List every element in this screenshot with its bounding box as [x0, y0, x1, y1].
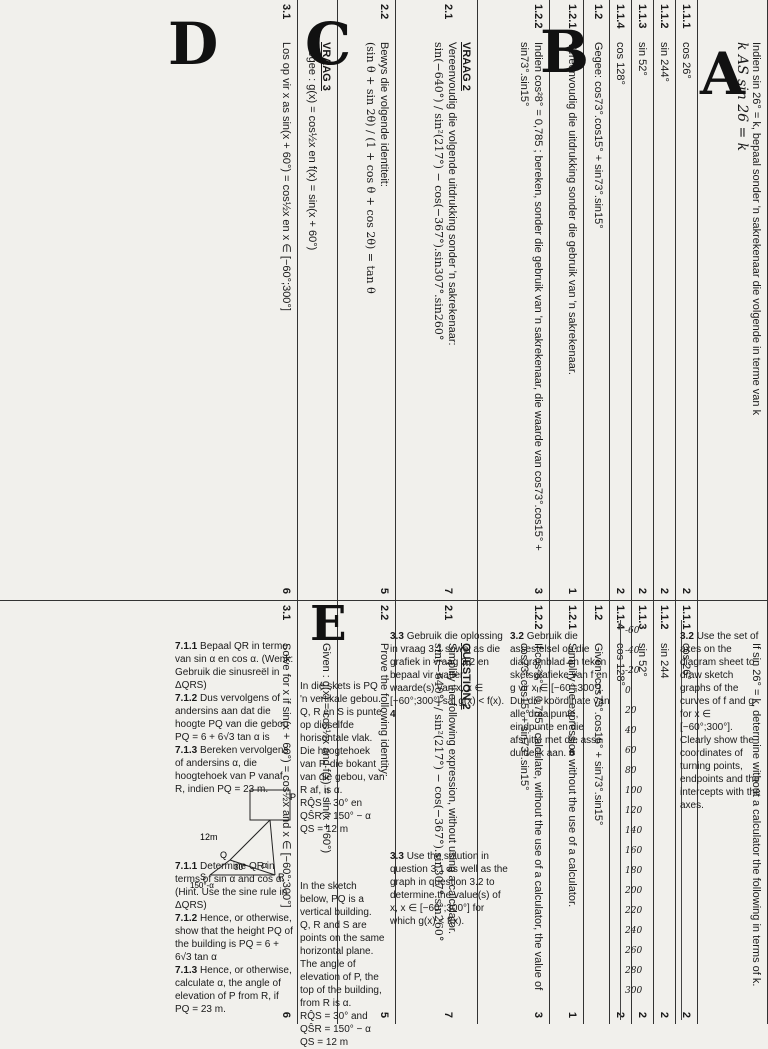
q12-given-afr: 1.2 Gegee: cos73°.cos15° + sin73°.sin15° — [584, 0, 610, 600]
q114-afr: 1.1.4 cos 128° 2 — [610, 0, 632, 600]
edge-qr — [229, 859, 276, 876]
q113-afr: 1.1.3 sin 52° 2 — [632, 0, 654, 600]
axis-tick-label: 140 — [625, 826, 643, 836]
q7-afr: In die skets is PQ 'n vertikale gebou. Q… — [300, 681, 385, 835]
q121-afr: 1.2.1 Vereenvoudig die uitdrukking sonde… — [550, 0, 584, 600]
axis-tick-label: 180 — [625, 866, 643, 876]
axis-tick-label: 300 — [625, 986, 643, 996]
handwritten-letter-b: B — [540, 18, 590, 86]
vraag3-block: VRAAG 3 Gegee : g(x) = cos½x en f(x) = s… — [298, 0, 338, 600]
afrikaans-column: Indien sin 26° = k, bepaal sonder 'n sak… — [248, 0, 768, 600]
q32-eng: 3.2 Use the set of axes on the diagram s… — [680, 631, 761, 811]
label-q: Q — [220, 850, 227, 860]
label-p: P — [290, 792, 296, 802]
axis-tick-label: 260 — [625, 946, 643, 956]
handwritten-letter-c: C — [305, 10, 352, 78]
axis-tick-label: -40 — [625, 646, 640, 656]
label-150-alpha: 150°-α — [190, 881, 214, 890]
edge-pq — [229, 819, 271, 861]
handwritten-letter-e: E — [310, 596, 347, 652]
axis-tick-label: 60 — [625, 746, 637, 756]
axis-tick-label: 220 — [625, 906, 643, 916]
label-alpha: α — [262, 860, 267, 870]
q33-afr: 3.3 Gebruik die oplossing in vraag 3.1 s… — [390, 631, 505, 720]
edge-pr — [269, 819, 276, 876]
axis-strip: -60 -40 -20 0 20 40 60 80 100 120 140 160 180 200 220 2… — [620, 620, 682, 1020]
vraag2-block: VRAAG 2 2.1 Vereenvoudig die volgende ui… — [396, 0, 478, 600]
q32-afr: 3.2 Gebruik die assestelsel op die diagr… — [510, 631, 610, 759]
handwritten-letter-d: D — [168, 10, 219, 78]
label-30: 30° — [234, 863, 246, 872]
q31-afr: 3.1 Los op vir x as sin(x + 60°) = cos½x… — [248, 0, 298, 600]
axis-tick-label: 160 — [625, 846, 643, 856]
q111-afr: 1.1.1 cos 26° 2 — [676, 0, 698, 600]
label-s: S — [200, 872, 206, 882]
handwritten-letter-a: A — [700, 40, 746, 108]
building-outline — [249, 789, 291, 821]
label-r: R — [278, 872, 285, 882]
label-12m: 12m — [200, 832, 218, 842]
axis-tick-label: -60 — [625, 626, 640, 636]
q122-afr: 1.2.2 Indien cos²8° = 0,785 ; bereken, s… — [478, 0, 550, 600]
q711-713-eng: 7.1.1 Determine QR in terms of sin α and… — [175, 861, 293, 1015]
q22-afr: 2.2 Bewys die volgende identiteit: (sin … — [338, 0, 396, 600]
building-diagram: P Q R S 12m 30° α 150°-α — [190, 789, 296, 890]
axis-tick-label: 80 — [625, 766, 637, 776]
axis-tick-label: 240 — [625, 926, 643, 936]
q112-afr: 1.1.2 sin 244° 2 — [654, 0, 676, 600]
axis-tick-label: 200 — [625, 886, 643, 896]
axis-tick-label: 40 — [625, 726, 637, 736]
q711-713-afr: 7.1.1 Bepaal QR in terme van sin α en co… — [175, 641, 294, 795]
axis-tick-label: -20 — [625, 666, 640, 676]
edge-qs — [209, 859, 231, 876]
q33-eng: 3.3 Use the solution in question 3.1 as … — [390, 851, 508, 927]
axis-tick-label: 100 — [625, 786, 643, 796]
axis-tick-label: 0 — [625, 686, 631, 696]
axis-tick-label: 280 — [625, 966, 643, 976]
axis-tick-label: 20 — [625, 706, 637, 716]
axis-tick-label: 120 — [625, 806, 643, 816]
